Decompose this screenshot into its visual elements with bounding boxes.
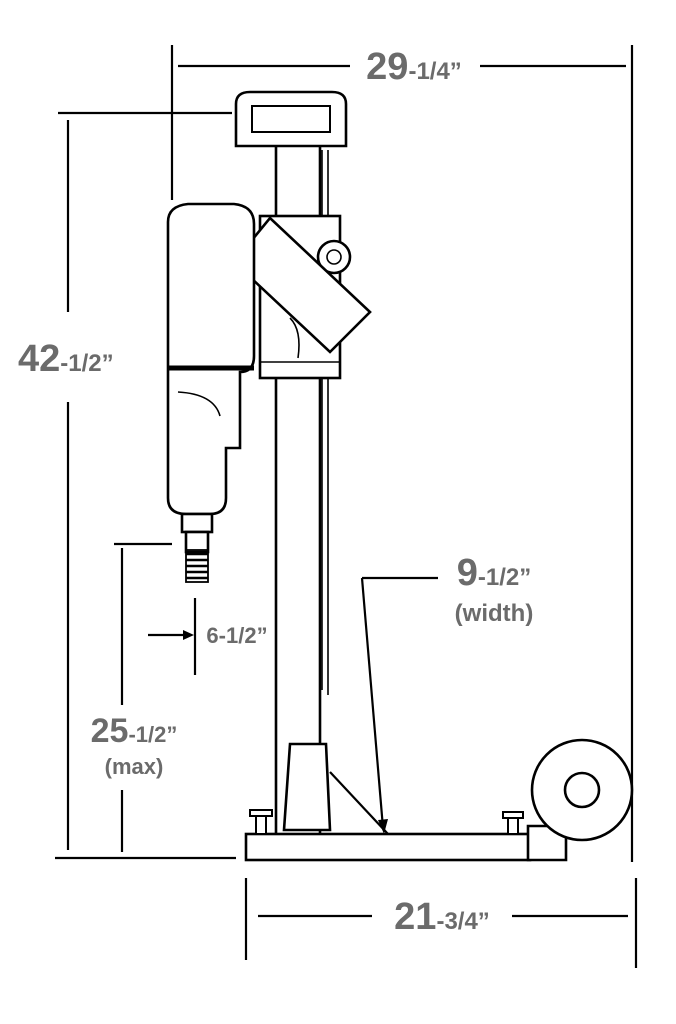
carriage-knob-center	[326, 249, 342, 265]
drill-thread	[185, 549, 209, 583]
dimension-lines	[55, 45, 638, 968]
leveling-screw-right	[502, 811, 524, 835]
offset-arrow-left-head	[183, 630, 194, 640]
base-plate	[244, 832, 532, 862]
carriage-curve	[289, 317, 300, 359]
motor-curve	[177, 391, 221, 417]
overall-height-label: 42-1/2”	[18, 338, 114, 380]
drill-motor	[166, 202, 256, 516]
feed-handle	[232, 216, 372, 354]
column-offset-label: 6-1/2”	[206, 623, 267, 648]
max-travel-label: 25-1/2”	[91, 712, 178, 750]
column-foot	[282, 742, 332, 832]
drill-stand-drawing	[166, 90, 634, 862]
base-length-label: 21-3/4”	[394, 896, 490, 938]
leveling-screw-left	[249, 809, 273, 835]
drill-chuck	[180, 512, 214, 534]
base-depth-label: 9-1/2”	[457, 552, 532, 594]
base-depth-note: (width)	[455, 600, 534, 627]
drill-spindle	[184, 530, 210, 554]
top-handle-opening	[251, 105, 331, 133]
carriage-knob	[316, 239, 352, 275]
depth-leader-diagonal	[360, 577, 385, 829]
wheel-hub	[563, 771, 601, 809]
foot-brace	[329, 771, 389, 835]
overall-width-label: 29-1/4”	[366, 46, 462, 88]
depth-leader-arrowhead	[378, 819, 388, 834]
max-travel-note: (max)	[105, 754, 164, 779]
